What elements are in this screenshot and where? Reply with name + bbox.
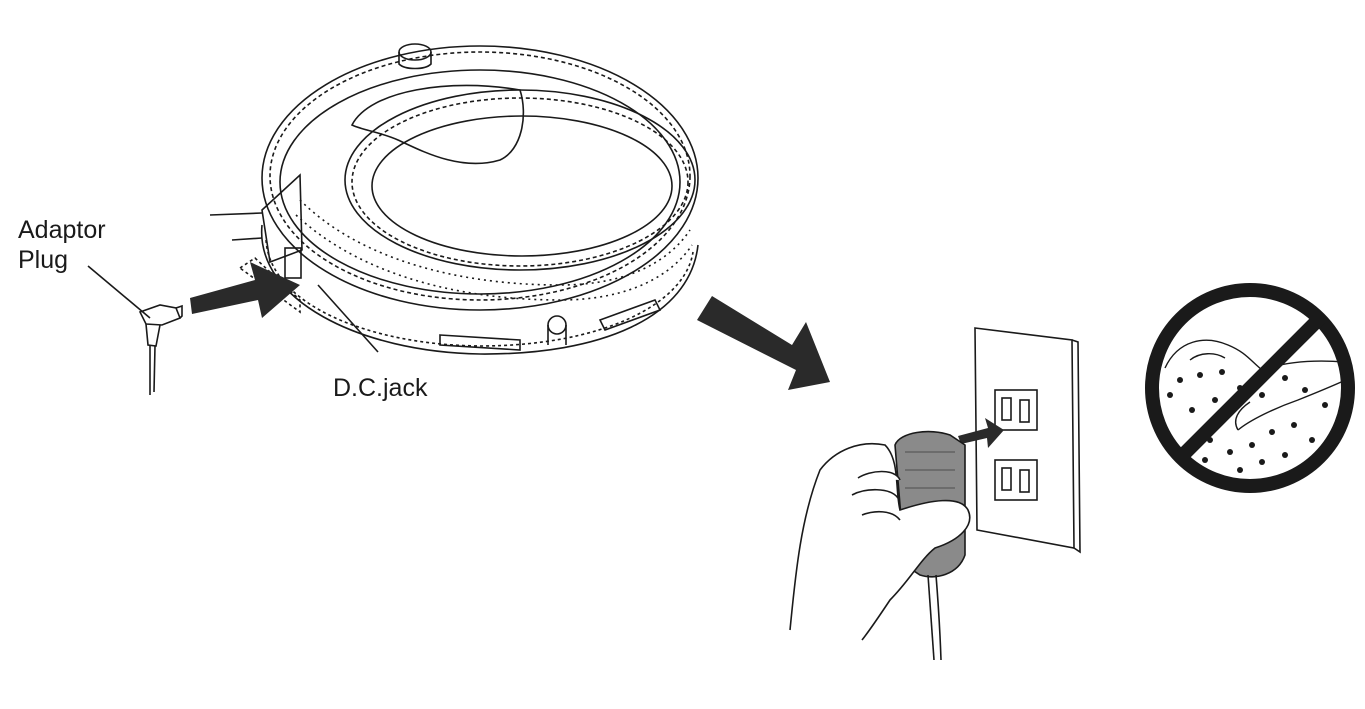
adaptor-plug-label-line2: Plug: [18, 246, 69, 274]
adaptor-plug-label: Adaptor Plug: [18, 215, 106, 275]
outlet-insert-arrow-icon: [958, 418, 1004, 448]
robot-vacuum-icon: [209, 43, 699, 355]
insert-arrow-icon: [190, 262, 300, 318]
no-wet-hands-icon: [1145, 283, 1355, 493]
hand-plugging-adapter-icon: [789, 430, 971, 661]
wall-outlet-icon: [974, 327, 1081, 554]
step-arrow-icon: [697, 296, 830, 390]
dc-jack-label: D.C.jack: [333, 374, 428, 402]
adaptor-plug-icon: [138, 304, 183, 395]
adaptor-plug-leader-line: [87, 265, 151, 319]
adaptor-plug-label-line1: Adaptor: [18, 216, 106, 244]
dc-jack-leader-line: [317, 284, 379, 353]
